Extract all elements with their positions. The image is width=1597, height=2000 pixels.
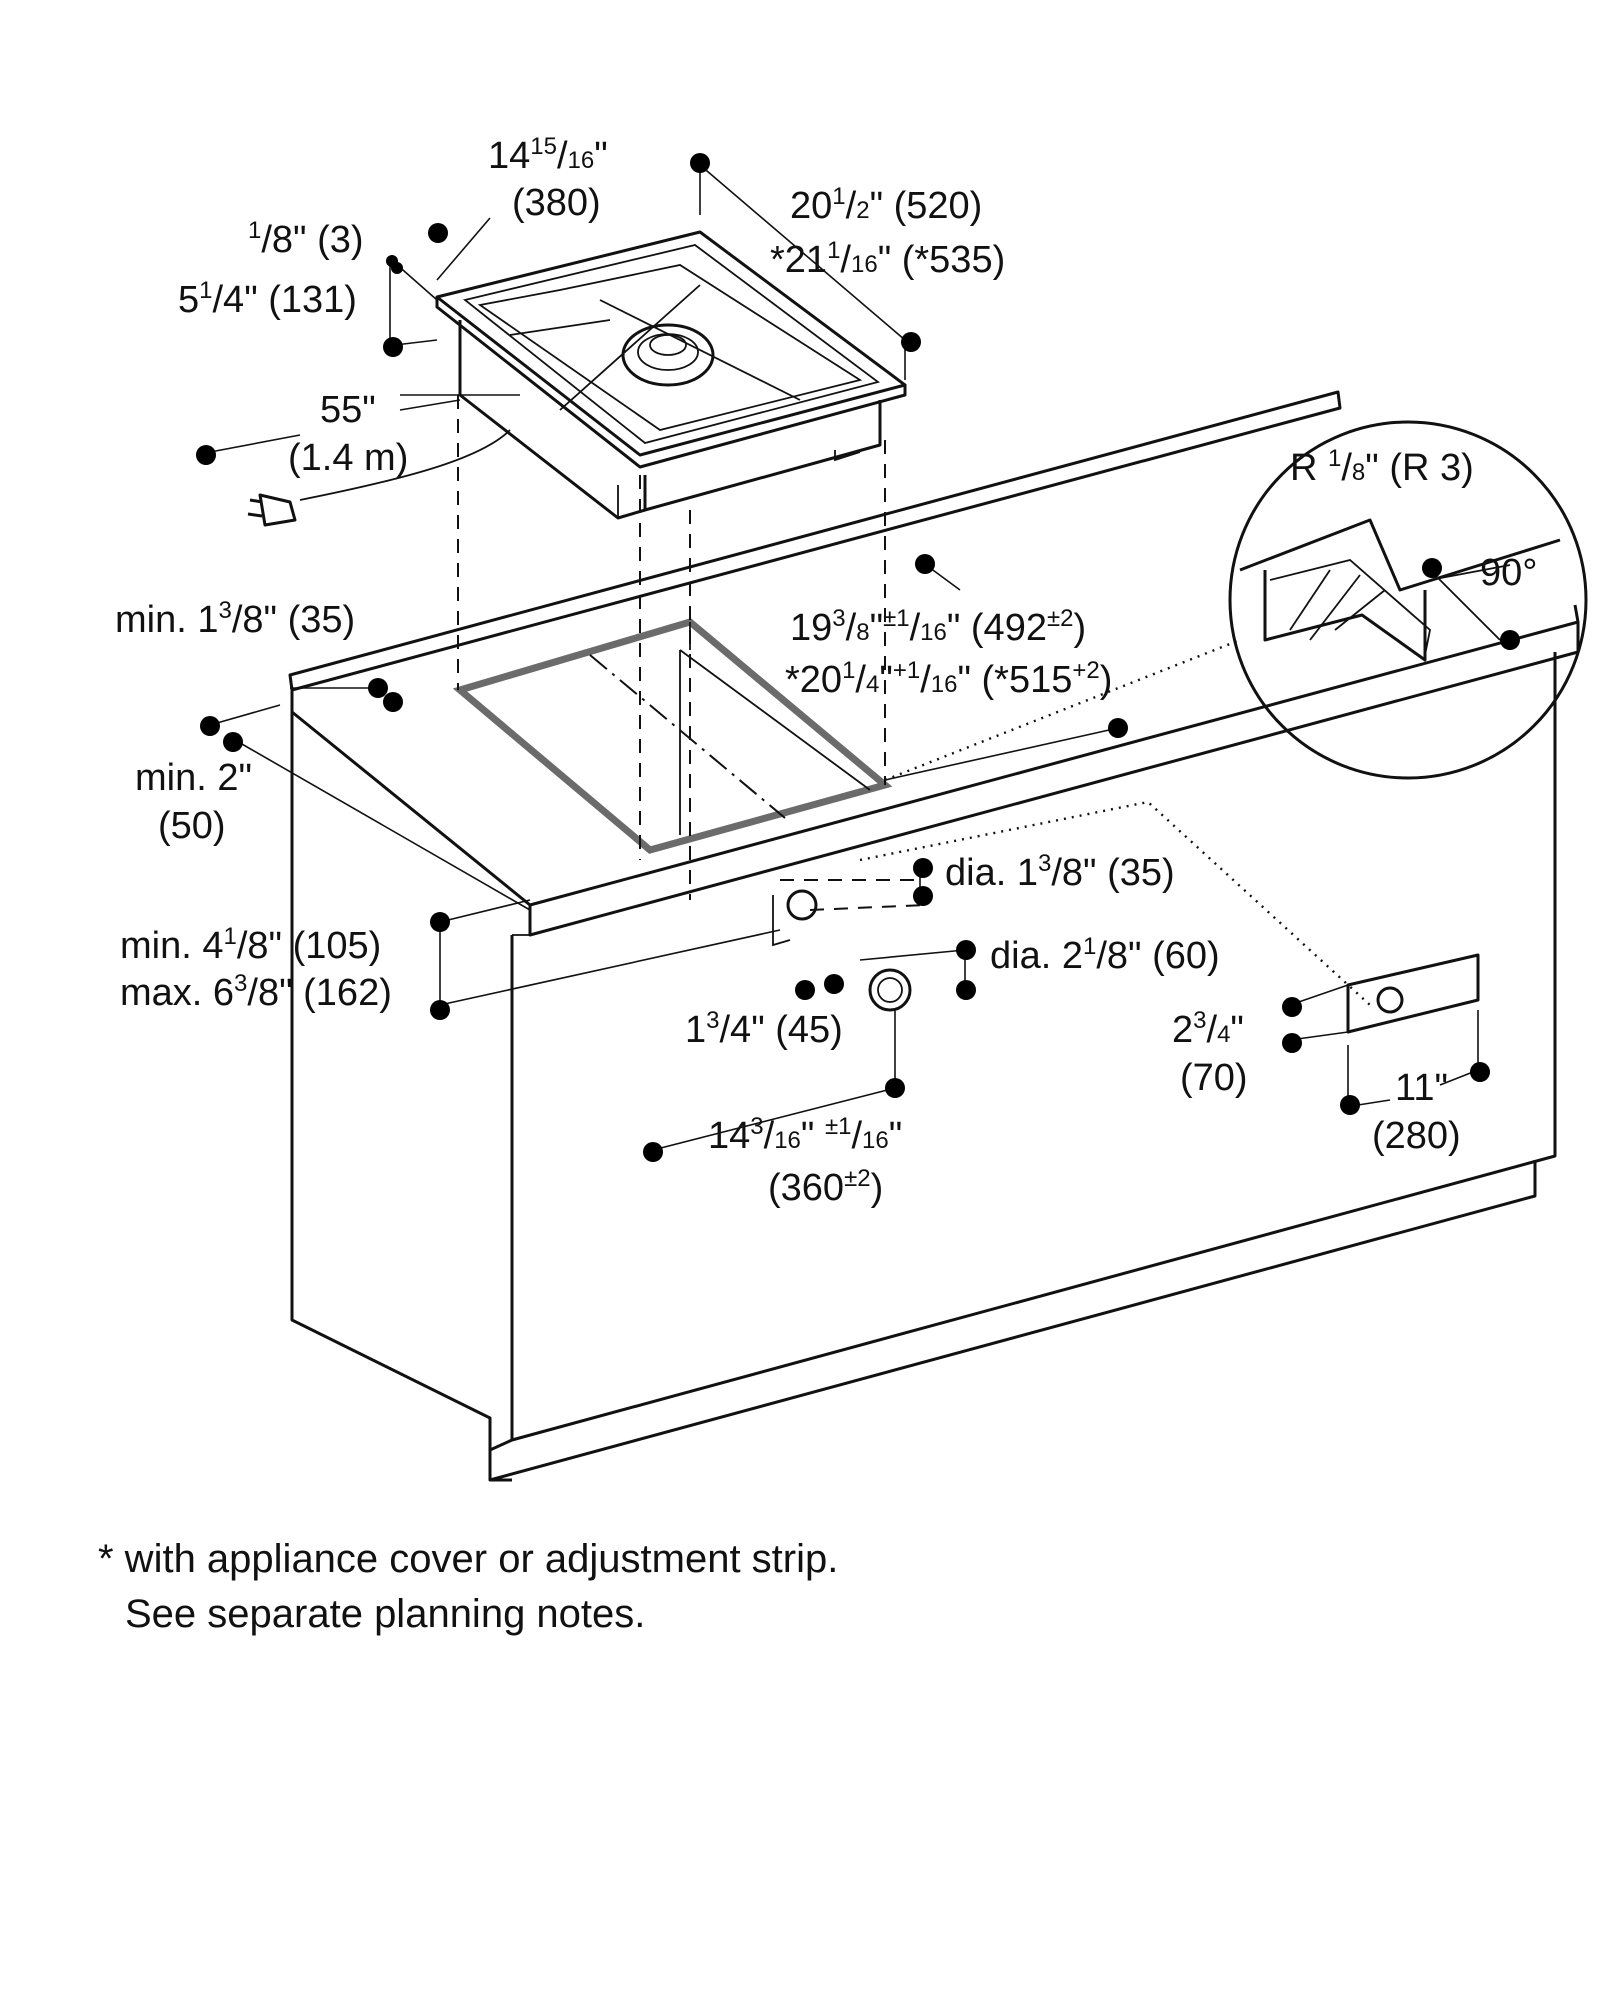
projection-lines (457, 395, 1371, 1006)
label-hole-dia-small: dia. 13/8" (35) (945, 850, 1175, 894)
label-edge-radius: R 1/8" (R 3) (1290, 445, 1474, 489)
label-frame-height: 1/8" (3) (248, 217, 364, 261)
plug (247, 493, 297, 527)
cabinet-front (510, 652, 1557, 1442)
label-hole-spacing: 13/4" (45) (685, 1007, 843, 1051)
cabinet-left (290, 712, 512, 1482)
marker (1282, 997, 1302, 1017)
edge-detail: R 1/8" (R 3) 90° (1228, 420, 1588, 780)
marker (223, 732, 243, 752)
marker (368, 678, 388, 698)
marker (915, 554, 935, 574)
label-hole-dia-large: dia. 21/8" (60) (990, 933, 1220, 977)
marker (795, 980, 815, 1000)
marker (1422, 558, 1442, 578)
control-knob (1376, 986, 1404, 1014)
label-min-back-distance: min. 13/8" (35) (115, 597, 355, 641)
marker (1470, 1062, 1490, 1082)
label-cutout-width-cover: *201/4"+1/16" (*515+2) (785, 657, 1112, 701)
marker (428, 223, 448, 243)
countertop-front-edge (528, 622, 1580, 937)
marker (956, 940, 976, 960)
label-min-front-distance: min. 2" (135, 757, 252, 799)
cutout-outline (452, 618, 893, 854)
control-panel (772, 889, 1480, 1034)
ignition-knob (786, 889, 818, 921)
marker (1500, 630, 1520, 650)
footnote: * with appliance cover or adjustment str… (98, 1537, 838, 1636)
marker (901, 332, 921, 352)
marker (391, 262, 403, 274)
marker (1282, 1033, 1302, 1053)
marker (430, 1000, 450, 1020)
label-cutout-width: 193/8"±1/16" (492±2) (790, 605, 1086, 649)
control-knob-panel (1346, 953, 1480, 1034)
label-appliance-width: 201/2" (520) (790, 183, 982, 227)
marker (1108, 718, 1128, 738)
label-panel-width-mm: (280) (1372, 1115, 1461, 1157)
marker (430, 912, 450, 932)
marker (1340, 1095, 1360, 1115)
marker (690, 153, 710, 173)
gas-hob (247, 230, 907, 527)
marker (200, 716, 220, 736)
marker (913, 886, 933, 906)
power-cord (299, 429, 511, 501)
grate (477, 264, 863, 431)
marker (885, 1078, 905, 1098)
label-cutout-depth-mm: (360±2) (768, 1165, 883, 1209)
cabinet (288, 390, 1580, 1482)
label-countertop-min: min. 41/8" (105) (120, 923, 381, 967)
hob-top (435, 230, 907, 457)
label-panel-height-mm: (70) (1180, 1057, 1248, 1099)
main-knob (868, 968, 912, 1012)
marker (913, 858, 933, 878)
label-appliance-depth: 1415/16" (488, 133, 608, 177)
cutout (452, 618, 893, 854)
label-appliance-depth-mm: (380) (512, 182, 601, 224)
dimension-markers (196, 153, 1520, 1162)
dimension-labels: 1415/16" (380) 201/2" (520) *211/16" (*5… (115, 133, 1461, 1209)
label-min-front-distance-mm: (50) (158, 805, 226, 847)
footnote-line-2: See separate planning notes. (125, 1592, 645, 1636)
backsplash (288, 390, 1342, 692)
marker (383, 337, 403, 357)
countertop-top (290, 604, 1580, 907)
detail-circle (1228, 420, 1588, 780)
burner (621, 323, 715, 387)
label-panel-height: 23/4" (1172, 1007, 1244, 1051)
label-countertop-max: max. 63/8" (162) (120, 970, 392, 1014)
label-unit-height: 51/4" (131) (178, 277, 357, 321)
marker (824, 974, 844, 994)
label-panel-width: 11" (1395, 1067, 1448, 1109)
marker (956, 980, 976, 1000)
footnote-line-1: * with appliance cover or adjustment str… (98, 1537, 838, 1581)
marker (643, 1142, 663, 1162)
label-appliance-width-cover: *211/16" (*535) (770, 237, 1005, 281)
label-cord-length-m: (1.4 m) (288, 437, 408, 479)
cabinet-plinth (489, 1160, 1537, 1482)
marker (383, 692, 403, 712)
label-cord-length: 55" (320, 389, 376, 431)
label-edge-angle: 90° (1480, 552, 1537, 594)
marker (196, 445, 216, 465)
label-cutout-depth: 143/16" ±1/16" (708, 1113, 902, 1157)
